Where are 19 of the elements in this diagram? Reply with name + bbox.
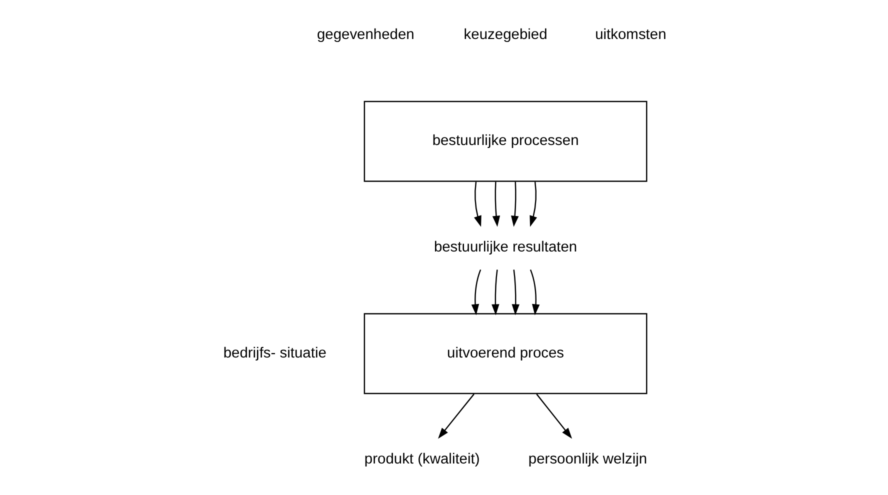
arrow (438, 394, 474, 439)
arrow (536, 394, 572, 439)
arrow (491, 270, 499, 316)
arrow (529, 182, 537, 227)
node-box: uitvoerend proces (363, 313, 647, 394)
arrow (470, 270, 481, 316)
node-text: persoonlijk welzijn (528, 452, 647, 468)
node-box: bestuurlijke processen (363, 100, 647, 182)
label: gegevenheden (316, 27, 414, 44)
arrow (511, 270, 520, 316)
node-text: produkt (kwaliteit) (364, 452, 480, 468)
arrow (492, 182, 500, 227)
label: uitkomsten (594, 27, 666, 44)
label: keuzegebied (463, 27, 547, 44)
arrow (474, 182, 481, 227)
arrow (529, 270, 540, 316)
arrow (510, 182, 518, 227)
label: bedrijfs- situatie (222, 345, 326, 362)
node-text: bestuurlijke resultaten (433, 239, 577, 256)
